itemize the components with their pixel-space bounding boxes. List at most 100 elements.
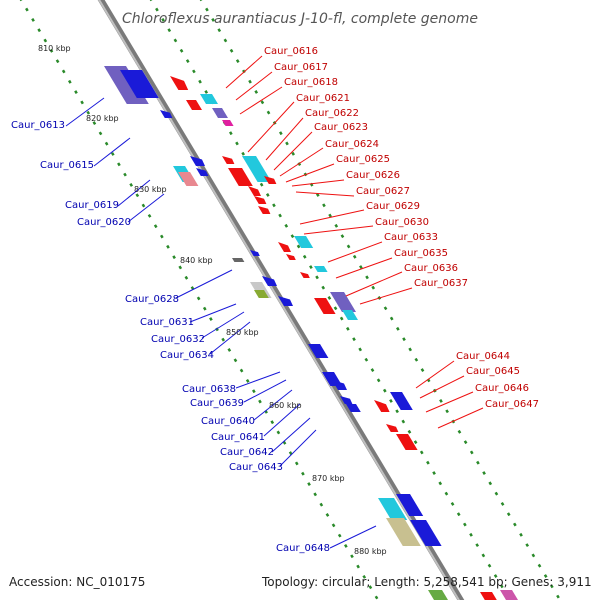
- gene-label-caur-0637[interactable]: Caur_0637: [414, 278, 468, 289]
- gene-label-caur-0632[interactable]: Caur_0632: [151, 334, 205, 345]
- feature-caur-0648: [378, 498, 408, 520]
- feature-bottom-a: [428, 590, 448, 600]
- feature-0619b: [178, 172, 199, 186]
- gene-label-caur-0616[interactable]: Caur_0616: [264, 46, 318, 57]
- feature-caur-0630: [294, 236, 314, 248]
- leader-blue-3: [117, 179, 151, 207]
- leader-blue-10: [243, 379, 287, 403]
- gene-label-caur-0648[interactable]: Caur_0648: [276, 543, 330, 554]
- feature-caur-0634: [278, 296, 293, 306]
- gene-label-caur-0642[interactable]: Caur_0642: [220, 447, 274, 458]
- gene-label-caur-0646[interactable]: Caur_0646: [475, 383, 529, 394]
- kbp-860: 860 kbp: [269, 401, 302, 410]
- tick-tracks: [19, 0, 562, 600]
- leader-red-3: [239, 86, 283, 115]
- leader-blue-8: [209, 321, 251, 355]
- gene-label-caur-0639[interactable]: Caur_0639: [190, 398, 244, 409]
- leader-red-2: [235, 71, 273, 101]
- leader-red-20: [437, 407, 484, 429]
- feature-caur-0629: [278, 242, 291, 252]
- gene-label-caur-0626[interactable]: Caur_0626: [346, 170, 400, 181]
- gene-label-caur-0636[interactable]: Caur_0636: [404, 263, 458, 274]
- feature-0613b: [120, 70, 159, 98]
- leader-red-8: [285, 163, 335, 183]
- feature-bottom-c: [500, 590, 518, 600]
- kbp-850: 850 kbp: [226, 328, 259, 337]
- gene-label-caur-0622[interactable]: Caur_0622: [305, 108, 359, 119]
- leader-red-10: [295, 191, 355, 197]
- gene-label-caur-0628[interactable]: Caur_0628: [125, 294, 179, 305]
- gene-label-caur-0613[interactable]: Caur_0613: [11, 120, 65, 131]
- leader-blue-2: [93, 137, 131, 167]
- feature-caur-0637: [342, 310, 358, 320]
- feature-caur-0617: [200, 94, 218, 104]
- leader-red-11: [299, 209, 365, 225]
- feature-caur-0636: [330, 292, 356, 312]
- leader-red-12: [303, 225, 374, 235]
- feature-caur-0646: [386, 424, 399, 432]
- kbp-840: 840 kbp: [180, 256, 213, 265]
- map-title: Chloroflexus aurantiacus J-10-fl, comple…: [122, 11, 478, 27]
- gene-label-caur-0619[interactable]: Caur_0619: [65, 200, 119, 211]
- feature-caur-0618: [186, 100, 202, 110]
- kbp-830: 830 kbp: [134, 185, 167, 194]
- kbp-880: 880 kbp: [354, 547, 387, 556]
- feature-caur-0642: [346, 404, 361, 412]
- leader-blue-9: [235, 371, 281, 389]
- feature-caur-0645: [390, 392, 413, 410]
- feature-caur-0624: [248, 186, 261, 196]
- gene-label-caur-0635[interactable]: Caur_0635: [394, 248, 448, 259]
- feature-0633b: [300, 272, 310, 278]
- label-leader-lines: [65, 55, 484, 549]
- gene-label-caur-0629[interactable]: Caur_0629: [366, 201, 420, 212]
- leader-red-14: [335, 257, 393, 279]
- gene-label-caur-0634[interactable]: Caur_0634: [160, 350, 214, 361]
- feature-caur-0628: [232, 258, 245, 262]
- gene-label-caur-0633[interactable]: Caur_0633: [384, 232, 438, 243]
- leader-blue-5: [175, 269, 233, 299]
- leader-blue-11: [253, 389, 293, 421]
- gene-label-caur-0625[interactable]: Caur_0625: [336, 154, 390, 165]
- gene-label-caur-0617[interactable]: Caur_0617: [274, 62, 328, 73]
- feature-0620b: [196, 168, 209, 176]
- feature-caur-0632: [262, 276, 277, 286]
- feature-caur-0647: [396, 434, 418, 450]
- leader-red-16: [359, 287, 413, 305]
- feature-0628b: [250, 250, 260, 256]
- gene-features: [104, 66, 518, 600]
- gene-label-caur-0640[interactable]: Caur_0640: [201, 416, 255, 427]
- gene-label-caur-0647[interactable]: Caur_0647: [485, 399, 539, 410]
- gene-label-caur-0641[interactable]: Caur_0641: [211, 432, 265, 443]
- feature-0631b: [254, 290, 269, 298]
- feature-caur-0641: [340, 396, 353, 404]
- leader-blue-6: [189, 303, 237, 323]
- leader-blue-15: [329, 525, 377, 549]
- gene-label-caur-0627[interactable]: Caur_0627: [356, 186, 410, 197]
- kbp-810: 810 kbp: [38, 44, 71, 53]
- tick-track-3: [199, 0, 562, 600]
- feature-caur-0640: [332, 380, 347, 390]
- gene-label-caur-0618[interactable]: Caur_0618: [284, 77, 338, 88]
- gene-label-caur-0630[interactable]: Caur_0630: [375, 217, 429, 228]
- gene-label-caur-0638[interactable]: Caur_0638: [182, 384, 236, 395]
- gene-label-caur-0644[interactable]: Caur_0644: [456, 351, 510, 362]
- leader-red-19: [425, 391, 474, 413]
- tick-track-2: [149, 0, 512, 600]
- gene-label-caur-0620[interactable]: Caur_0620: [77, 217, 131, 228]
- feature-caur-0625: [254, 196, 267, 204]
- gene-label-caur-0631[interactable]: Caur_0631: [140, 317, 194, 328]
- gene-label-caur-0643[interactable]: Caur_0643: [229, 462, 283, 473]
- feature-caur-0623: [228, 168, 253, 186]
- kbp-870: 870 kbp: [312, 474, 345, 483]
- feature-0618c: [222, 120, 234, 126]
- gene-label-caur-0645[interactable]: Caur_0645: [466, 366, 520, 377]
- genome-backbone-highlight: [98, 0, 460, 600]
- feature-caur-0638: [308, 344, 329, 358]
- gene-label-caur-0615[interactable]: Caur_0615: [40, 160, 94, 171]
- gene-label-caur-0624[interactable]: Caur_0624: [325, 139, 379, 150]
- gene-label-caur-0621[interactable]: Caur_0621: [296, 93, 350, 104]
- feature-caur-0622: [242, 156, 272, 182]
- accession-text: Accession: NC_010175: [9, 575, 145, 589]
- gene-label-caur-0623[interactable]: Caur_0623: [314, 122, 368, 133]
